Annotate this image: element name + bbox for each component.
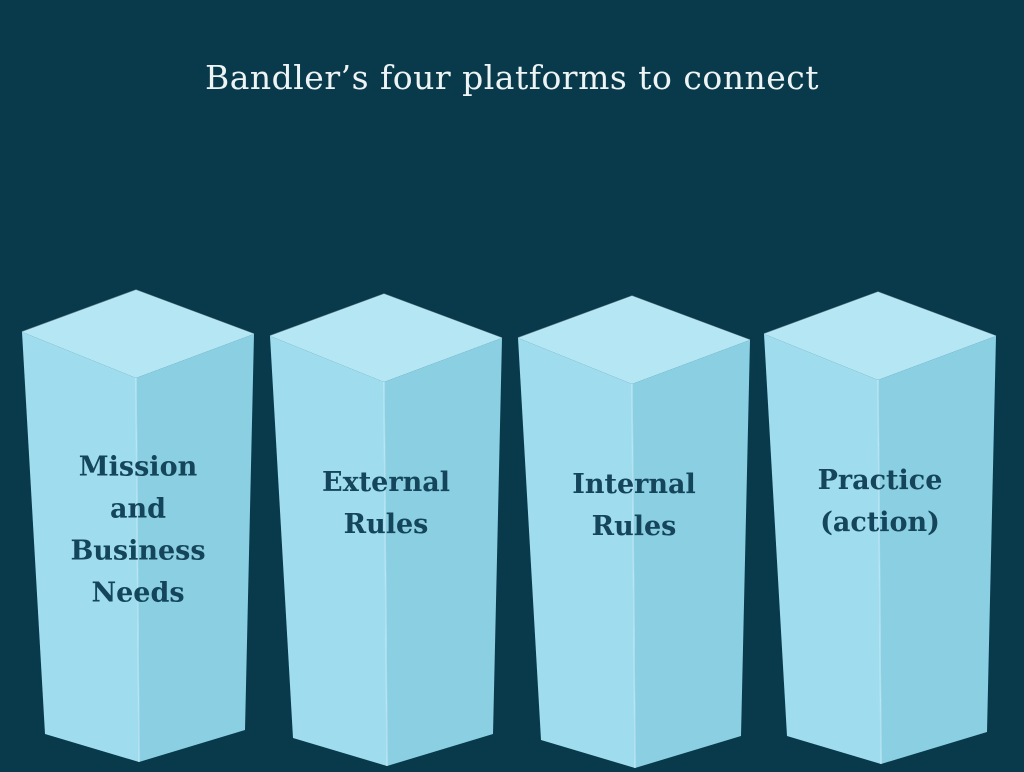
pillar-left-face — [22, 332, 139, 762]
pillar-top-edge — [517, 295, 751, 341]
pillar-right-face — [878, 336, 996, 764]
pillar-internal-rules: Internal Rules — [514, 294, 754, 772]
pillar-3d-shape — [517, 295, 751, 769]
pillar-label: Practice (action) — [817, 465, 943, 538]
pillar-front-edge — [135, 377, 140, 763]
pillar-front-edge — [877, 379, 882, 765]
pillar-right-face — [632, 340, 750, 768]
pillar-top-edge — [21, 289, 255, 335]
pillar-3d-shape — [269, 293, 503, 767]
pillar-practice-action: Practice (action) — [760, 290, 1000, 768]
pillar-left-face — [270, 336, 387, 766]
pillar-label: Internal Rules — [572, 469, 696, 542]
pillar-left-face — [518, 338, 635, 768]
pillar-external-rules: External Rules — [266, 292, 506, 770]
pillar-right-face — [384, 338, 502, 766]
pillar-mission-business-needs: Mission and Business Needs — [18, 288, 258, 766]
pillar-front-edge — [631, 383, 636, 769]
pillar-top-face — [764, 292, 996, 380]
pillar-top-face — [270, 294, 502, 382]
pillar-right-face — [136, 334, 254, 762]
pillar-label: Mission and Business Needs — [70, 451, 206, 608]
pillar-top-edge — [269, 293, 503, 339]
pillar-top-edge — [763, 291, 997, 337]
pillar-label: External Rules — [322, 467, 450, 540]
pillar-left-face — [764, 334, 881, 764]
pillar-front-edge — [383, 381, 388, 767]
pillar-top-face — [22, 290, 254, 378]
pillar-3d-shape — [763, 291, 997, 765]
pillar-top-face — [518, 296, 750, 384]
slide-title: Bandler’s four platforms to connect — [204, 58, 820, 97]
pillar-3d-shape — [21, 289, 255, 763]
